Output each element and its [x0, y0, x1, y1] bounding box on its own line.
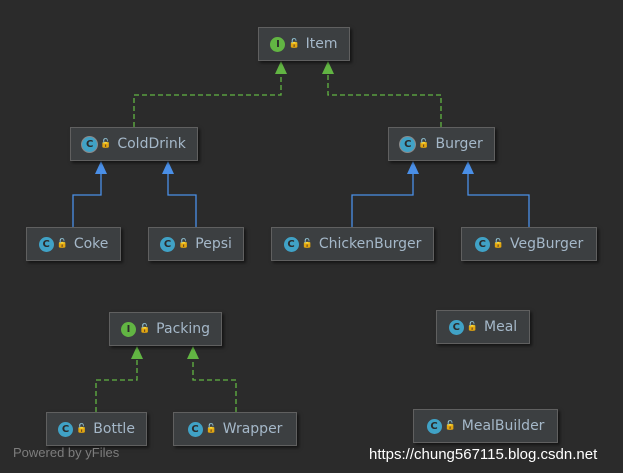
- public-visibility-icon: 🔓: [444, 421, 456, 431]
- public-visibility-icon: 🔓: [492, 239, 504, 249]
- class-icon: C: [283, 236, 299, 252]
- edge-pepsi-to-colddrink: [167, 174, 197, 227]
- node-bottle[interactable]: C🔓 Bottle: [46, 412, 147, 446]
- node-label: ColdDrink: [117, 136, 186, 152]
- edge-chickenburger-to-burger: [351, 174, 414, 227]
- class-icon: C: [474, 236, 490, 252]
- node-label: ChickenBurger: [318, 236, 422, 252]
- node-label: Coke: [73, 236, 109, 252]
- node-chickenburger[interactable]: C🔓 ChickenBurger: [271, 227, 434, 261]
- class-icon: C: [160, 236, 176, 252]
- public-visibility-icon: 🔓: [100, 139, 112, 149]
- arrowhead-pepsi-to-colddrink: [162, 161, 174, 174]
- edge-burger-to-item: [327, 74, 442, 127]
- public-visibility-icon: 🔓: [288, 39, 300, 49]
- node-mealbuilder[interactable]: C🔓 MealBuilder: [413, 409, 558, 443]
- node-label: MealBuilder: [461, 418, 545, 434]
- interface-icon: I: [270, 36, 286, 52]
- node-meal[interactable]: C🔓 Meal: [436, 310, 530, 344]
- class-icon: C: [82, 136, 98, 152]
- node-item[interactable]: I🔓 Item: [258, 27, 350, 61]
- class-icon: C: [187, 421, 203, 437]
- public-visibility-icon: 🔓: [301, 239, 313, 249]
- edge-coke-to-colddrink: [72, 174, 102, 227]
- node-packing[interactable]: I🔓 Packing: [109, 312, 222, 346]
- powered-by-watermark: Powered by yFiles: [13, 445, 120, 460]
- public-visibility-icon: 🔓: [178, 239, 190, 249]
- node-label: Packing: [156, 321, 211, 337]
- public-visibility-icon: 🔓: [56, 239, 68, 249]
- arrowhead-coke-to-colddrink: [95, 161, 107, 174]
- public-visibility-icon: 🔓: [466, 322, 479, 332]
- node-coke[interactable]: C🔓 Coke: [26, 227, 121, 261]
- node-label: Wrapper: [222, 421, 283, 437]
- node-wrapper[interactable]: C🔓 Wrapper: [173, 412, 297, 446]
- arrowhead-colddrink-to-item: [275, 61, 287, 74]
- node-burger[interactable]: C🔓 Burger: [388, 127, 495, 161]
- class-icon: C: [426, 418, 442, 434]
- arrowhead-wrapper-to-packing: [187, 346, 199, 359]
- node-vegburger[interactable]: C🔓 VegBurger: [461, 227, 597, 261]
- edge-wrapper-to-packing: [192, 359, 237, 412]
- arrowhead-burger-to-item: [322, 61, 334, 74]
- node-colddrink[interactable]: C🔓 ColdDrink: [70, 127, 198, 161]
- arrowhead-bottle-to-packing: [131, 346, 143, 359]
- public-visibility-icon: 🔓: [205, 424, 217, 434]
- node-label: Pepsi: [195, 236, 232, 252]
- class-icon: C: [38, 236, 54, 252]
- class-icon: C: [58, 421, 74, 437]
- class-icon: C: [448, 319, 464, 335]
- edges-layer: [72, 61, 530, 412]
- public-visibility-icon: 🔓: [138, 324, 151, 334]
- arrowhead-chickenburger-to-burger: [407, 161, 419, 174]
- public-visibility-icon: 🔓: [76, 424, 88, 434]
- node-pepsi[interactable]: C🔓 Pepsi: [148, 227, 244, 261]
- interface-icon: I: [120, 321, 136, 337]
- edge-colddrink-to-item: [133, 74, 282, 127]
- arrowhead-vegburger-to-burger: [462, 161, 474, 174]
- node-label: VegBurger: [509, 236, 584, 252]
- node-label: Item: [305, 36, 338, 52]
- edge-bottle-to-packing: [95, 359, 138, 412]
- source-url-watermark: https://chung567115.blog.csdn.net: [369, 446, 598, 463]
- node-label: Burger: [435, 136, 483, 152]
- edge-vegburger-to-burger: [467, 174, 530, 227]
- node-label: Bottle: [93, 421, 135, 437]
- class-icon: C: [400, 136, 416, 152]
- node-label: Meal: [484, 319, 518, 335]
- public-visibility-icon: 🔓: [418, 139, 430, 149]
